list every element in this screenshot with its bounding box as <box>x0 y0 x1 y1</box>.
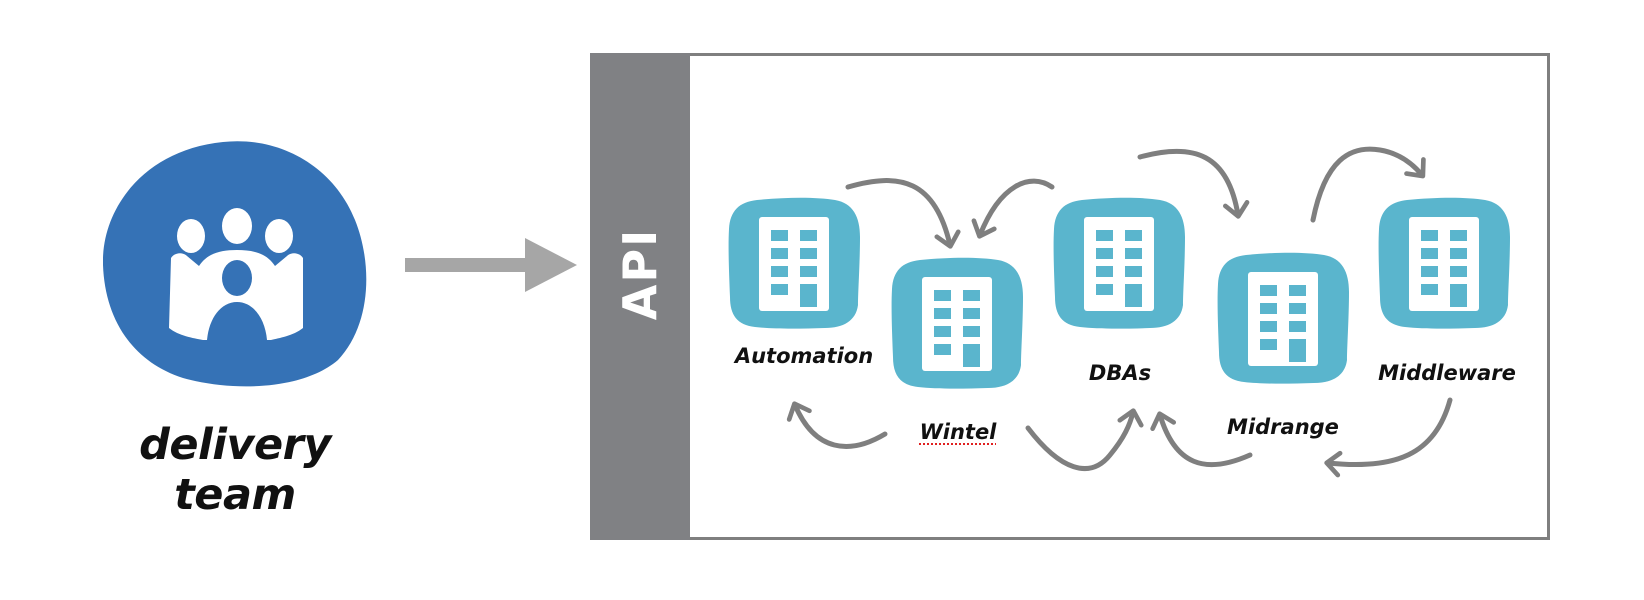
building-window <box>771 248 788 259</box>
building-door <box>800 284 817 307</box>
delivery-team-label: delivery team <box>139 420 331 520</box>
team-tile-middleware[interactable] <box>1377 197 1511 329</box>
building-icon <box>1084 217 1154 311</box>
building-body <box>759 217 829 311</box>
team-tile-midrange[interactable] <box>1216 252 1350 384</box>
building-door <box>1289 339 1306 362</box>
team-label-middleware-text: Middleware <box>1378 361 1516 385</box>
building-window <box>1260 303 1277 314</box>
building-window <box>1096 284 1113 295</box>
building-window <box>934 308 951 319</box>
team-tile-dbas[interactable] <box>1052 197 1186 329</box>
building-window <box>1421 284 1438 295</box>
building-window <box>800 266 817 277</box>
team-label-wintel: Wintel <box>868 420 1048 444</box>
building-window <box>934 290 951 301</box>
building-window <box>1450 230 1467 241</box>
api-bar <box>590 53 690 540</box>
building-door <box>1125 284 1142 307</box>
building-window <box>1260 321 1277 332</box>
building-tile-graphic <box>1053 197 1185 329</box>
building-icon <box>759 217 829 311</box>
delivery-team-node <box>102 140 369 387</box>
building-icon <box>1409 217 1479 311</box>
building-tile-graphic <box>1378 197 1510 329</box>
building-window <box>1289 285 1306 296</box>
building-tile-graphic <box>891 257 1023 389</box>
building-window <box>1096 230 1113 241</box>
building-window <box>771 284 788 295</box>
building-door <box>1450 284 1467 307</box>
team-label-automation-text: Automation <box>734 344 874 368</box>
arrow-head <box>525 238 577 292</box>
building-window <box>1125 230 1142 241</box>
building-window <box>1450 248 1467 259</box>
building-window <box>1450 266 1467 277</box>
building-window <box>1289 321 1306 332</box>
building-body <box>1409 217 1479 311</box>
building-window <box>771 230 788 241</box>
building-window <box>1125 248 1142 259</box>
building-window <box>1421 248 1438 259</box>
team-tile-wintel[interactable] <box>890 257 1024 389</box>
arrow-shaft <box>405 258 525 272</box>
api-label: API <box>613 227 667 320</box>
building-window <box>771 266 788 277</box>
building-window <box>1125 266 1142 277</box>
building-window <box>963 308 980 319</box>
team-label-wintel-text: Wintel <box>919 420 997 444</box>
building-window <box>800 248 817 259</box>
building-window <box>934 344 951 355</box>
delivery-team-blob <box>102 141 367 387</box>
front-person-cutout <box>207 260 267 340</box>
team-label-midrange: Midrange <box>1193 415 1373 439</box>
building-window <box>934 326 951 337</box>
building-tile-graphic <box>728 197 860 329</box>
team-label-dbas-text: DBAs <box>1088 361 1152 385</box>
team-label-automation: Automation <box>714 344 894 368</box>
arrow-right-icon <box>405 238 577 292</box>
building-icon <box>922 277 992 371</box>
team-label-dbas: DBAs <box>1030 361 1210 385</box>
building-body <box>1084 217 1154 311</box>
building-window <box>1096 266 1113 277</box>
building-window <box>1096 248 1113 259</box>
building-door <box>963 344 980 367</box>
building-body <box>1248 272 1318 366</box>
building-icon <box>1248 272 1318 366</box>
api-label-wrapper: API <box>590 53 690 540</box>
building-window <box>800 230 817 241</box>
building-window <box>963 290 980 301</box>
building-window <box>1260 339 1277 350</box>
building-window <box>1260 285 1277 296</box>
team-label-midrange-text: Midrange <box>1227 415 1339 439</box>
building-window <box>1421 230 1438 241</box>
building-window <box>963 326 980 337</box>
building-window <box>1421 266 1438 277</box>
building-window <box>1289 303 1306 314</box>
team-tile-automation[interactable] <box>727 197 861 329</box>
building-tile-graphic <box>1217 252 1349 384</box>
building-body <box>922 277 992 371</box>
team-label-middleware: Middleware <box>1357 361 1537 385</box>
